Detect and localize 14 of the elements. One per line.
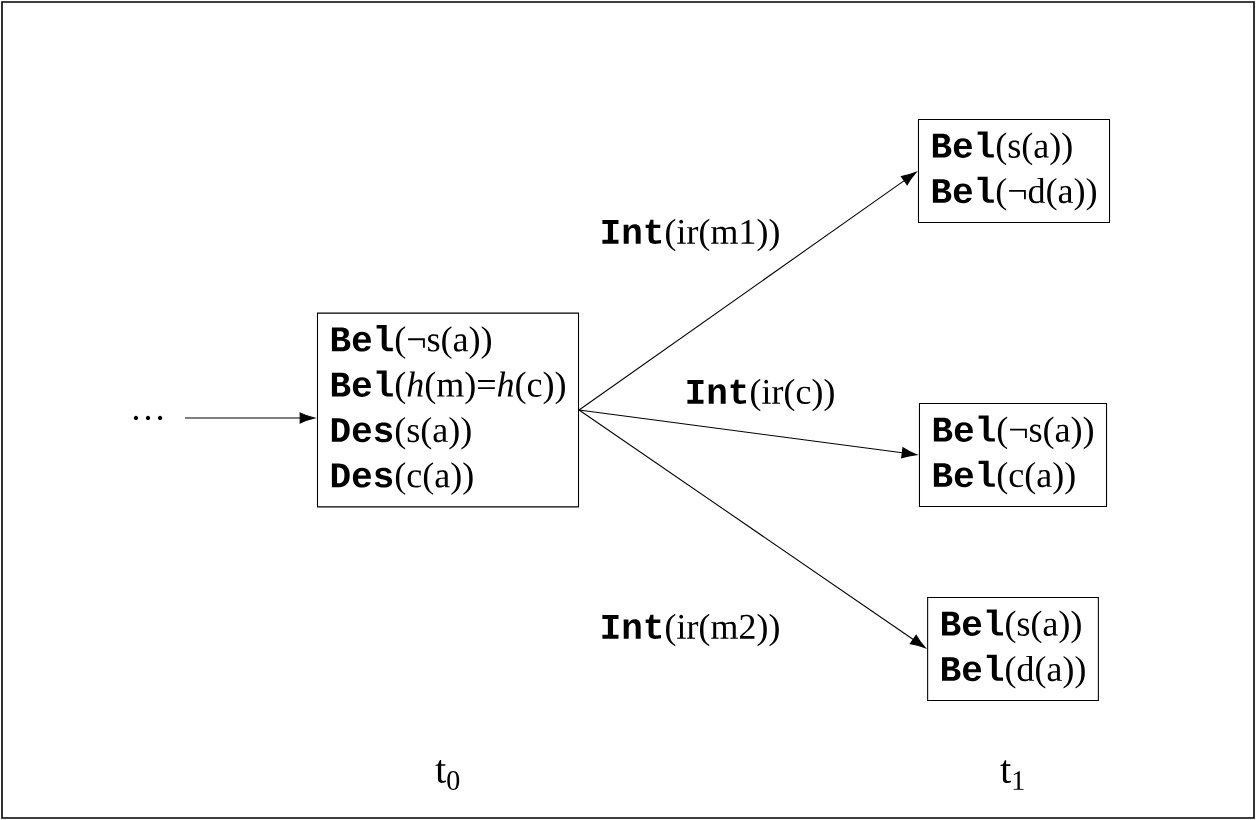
state-box: Bel(s(a)) Bel(¬d(a)) [917,118,1111,224]
state-box: Bel(¬s(a)) Bel(h(m)=h(c)) Des(s(a)) Des(c(a)) [316,312,580,508]
ellipsis-text: … [133,415,163,421]
state-box: Bel(¬s(a)) Bel(c(a)) [918,402,1108,508]
time-label: t$_{0}$ [435,760,460,790]
edge-label: Int(ir(m1)) [598,217,782,253]
arrow [184,412,316,424]
arrow [578,171,917,411]
state-box: Bel(s(a)) Bel(d(a)) [927,596,1099,702]
time-label: t$_{1}$ [1000,760,1024,790]
arrow [578,409,926,649]
arrow [578,409,918,459]
edge-label: Int(ir(c)) [683,377,837,413]
edge-label: Int(ir(m2)) [598,612,782,648]
